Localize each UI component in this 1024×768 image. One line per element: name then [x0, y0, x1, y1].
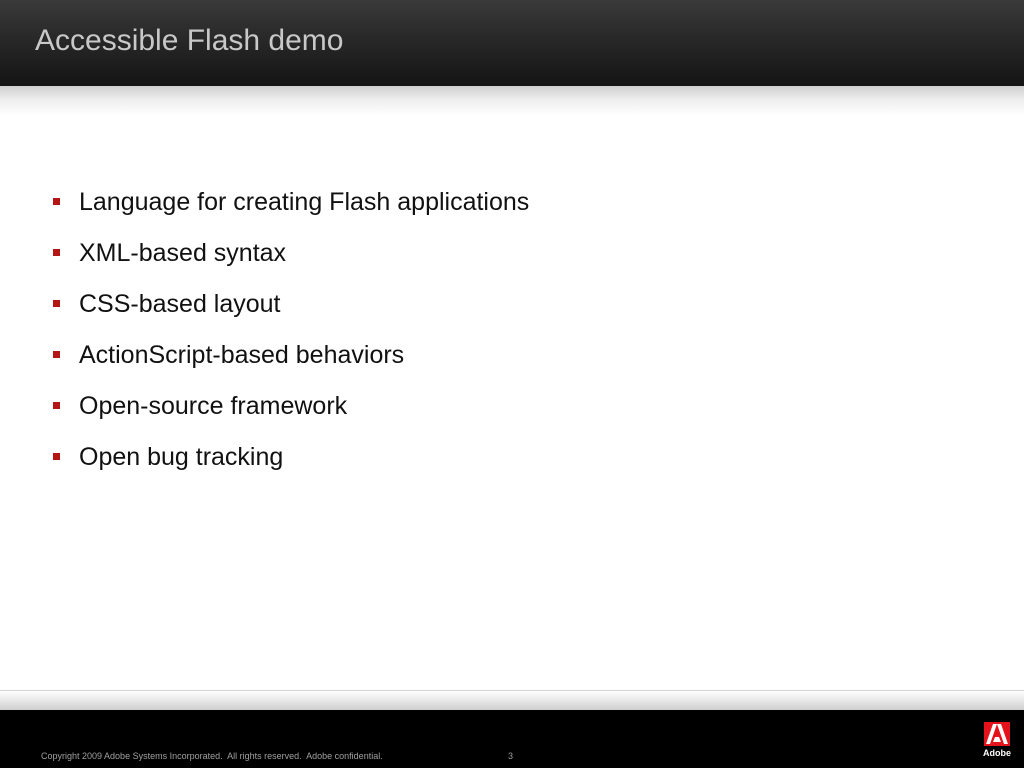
footer-copyright: Copyright 2009 Adobe Systems Incorporate… [41, 751, 383, 761]
bullet-text: ActionScript-based behaviors [79, 341, 405, 369]
bullet-square-icon [53, 351, 60, 358]
adobe-logo: Adobe [980, 722, 1014, 762]
footer-bar-shadow [0, 690, 1024, 710]
bullet-text: Open bug tracking [79, 443, 284, 471]
bullet-text: CSS-based layout [79, 290, 281, 318]
title-bar-shadow [0, 86, 1024, 116]
bullet-text: XML-based syntax [79, 239, 287, 267]
bullet-square-icon [53, 453, 60, 460]
bullet-square-icon [53, 402, 60, 409]
page-number: 3 [508, 751, 514, 761]
bullet-square-icon [53, 249, 60, 256]
footer-bar [0, 710, 1024, 768]
adobe-logo-icon [984, 722, 1010, 746]
adobe-logo-text: Adobe [983, 748, 1011, 758]
bullet-square-icon [53, 198, 60, 205]
adobe-a-glyph [986, 724, 1008, 744]
slide-title: Accessible Flash demo [35, 24, 344, 57]
bullet-square-icon [53, 300, 60, 307]
title-bar [0, 0, 1024, 86]
bullet-text: Open-source framework [79, 392, 348, 420]
bullet-text: Language for creating Flash applications [79, 188, 530, 216]
